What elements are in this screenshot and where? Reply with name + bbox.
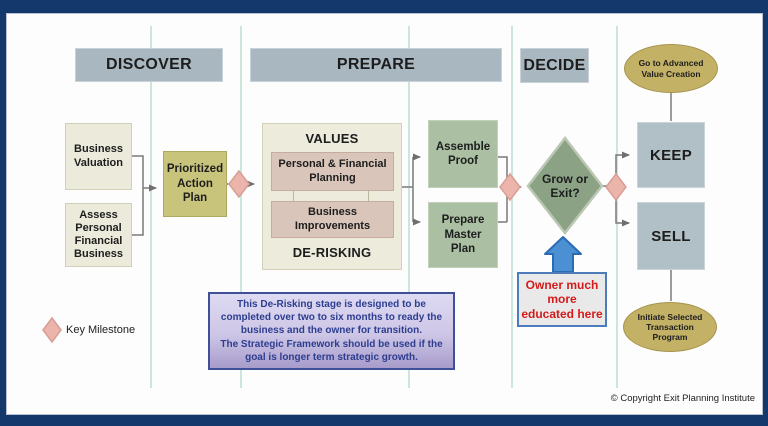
educated-up-arrow [544, 236, 582, 273]
business-valuation-box: Business Valuation [65, 123, 132, 190]
stage-header-discover: DISCOVER [75, 48, 223, 82]
legend-milestone-diamond [42, 316, 62, 344]
initiate-transaction-label: Initiate Selected Transaction Program [637, 311, 703, 342]
stage-divider-line [150, 26, 152, 388]
prepare-master-plan-box: Prepare Master Plan [428, 202, 498, 268]
stage-divider-line [616, 26, 618, 388]
stage-divider-line [408, 26, 410, 388]
prepare-master-plan-label: Prepare Master Plan [441, 214, 485, 256]
assess-personal-label: Assess Personal Financial Business [74, 208, 123, 261]
milestone-diamond [605, 172, 627, 202]
milestone-diamond [499, 172, 521, 202]
grow-or-exit-diamond [526, 135, 604, 236]
derisking-title: DE-RISKING [292, 245, 372, 260]
assemble-proof-label: Assemble Proof [435, 140, 491, 167]
stage-header-prepare: PREPARE [250, 48, 502, 82]
discover-bracket [132, 155, 144, 236]
derisking-note-line2: The Strategic Framework should be used i… [220, 338, 443, 363]
sell-label: SELL [651, 227, 691, 245]
initiate-transaction-oval: Initiate Selected Transaction Program [623, 302, 717, 352]
keep-box: KEEP [637, 122, 705, 188]
prioritized-action-plan-box: Prioritized Action Plan [163, 151, 227, 217]
assess-personal-box: Assess Personal Financial Business [65, 203, 132, 267]
copyright-text: © Copyright Exit Planning Institute [610, 393, 755, 404]
inner-connector [368, 191, 369, 201]
business-valuation-label: Business Valuation [74, 143, 123, 169]
business-improvements-label: Business Improvements [294, 206, 371, 232]
owner-educated-callout: Owner much more educated here [517, 272, 607, 327]
keep-label: KEEP [649, 146, 693, 164]
sell-box: SELL [637, 202, 705, 270]
business-improvements-box: Business Improvements [271, 201, 394, 238]
derisking-note-box: This De-Risking stage is designed to be … [208, 292, 455, 370]
values-title: VALUES [305, 131, 359, 146]
grow-or-exit-label: Grow or Exit? [541, 171, 588, 200]
arrow-to-sell [615, 192, 630, 227]
go-to-advanced-oval: Go to Advanced Value Creation [624, 44, 718, 93]
prepare-bracket [402, 157, 414, 222]
values-derisking-group: VALUES Personal & Financial Planning Bus… [262, 123, 402, 270]
discover-label: DISCOVER [106, 56, 192, 73]
milestone-diamond [228, 169, 250, 199]
decide-label: DECIDE [523, 56, 586, 74]
key-milestone-legend-label: Key Milestone [66, 324, 136, 336]
personal-financial-planning-label: Personal & Financial Planning [278, 158, 387, 184]
prepare-label: PREPARE [336, 56, 416, 73]
prioritized-action-plan-label: Prioritized Action Plan [166, 163, 224, 205]
stage-header-decide: DECIDE [520, 48, 589, 83]
stage-divider-line [240, 26, 242, 388]
owner-educated-label: Owner much more educated here [521, 278, 603, 321]
go-to-advanced-label: Go to Advanced Value Creation [638, 58, 704, 79]
personal-financial-planning-box: Personal & Financial Planning [271, 152, 394, 191]
inner-connector [293, 191, 294, 201]
assemble-proof-box: Assemble Proof [428, 120, 498, 188]
stage-divider-line [511, 26, 513, 388]
derisking-note-line1: This De-Risking stage is designed to be … [220, 299, 443, 337]
